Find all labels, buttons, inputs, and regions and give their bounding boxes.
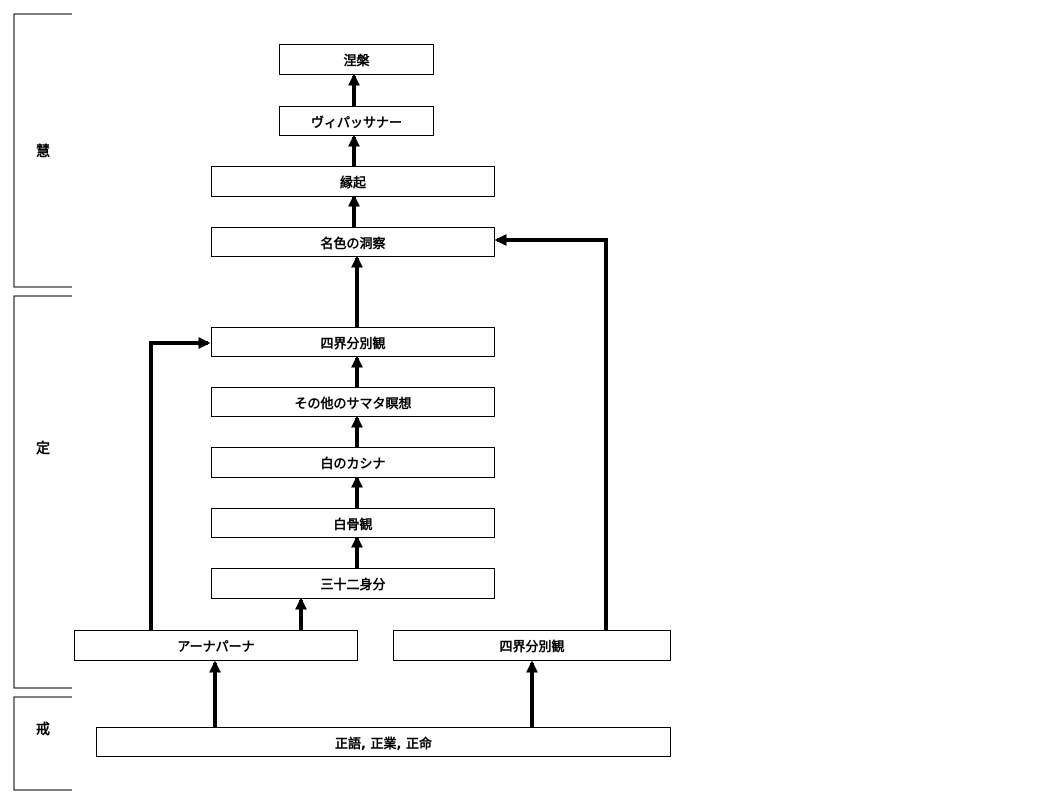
section-label-concentration: 定 xyxy=(36,441,50,457)
node-skeleton-contemplation: 白骨観 xyxy=(211,508,495,538)
bracket-morality xyxy=(13,696,72,791)
node-four-elements-top: 四界分別観 xyxy=(211,327,495,357)
section-label-morality: 戒 xyxy=(36,722,50,738)
node-anapana: アーナパーナ xyxy=(74,630,358,661)
node-right-speech-action-livelihood: 正語, 正業, 正命 xyxy=(96,727,671,757)
node-vipassana: ヴィパッサナー xyxy=(279,106,434,136)
bracket-concentration xyxy=(13,295,72,689)
node-other-samatha: その他のサマタ瞑想 xyxy=(211,387,495,417)
arrow-four-elements-bottom-to-mindmatter xyxy=(494,234,608,630)
bracket-wisdom xyxy=(13,13,72,288)
arrow-anapana-to-four-elements-top xyxy=(149,337,211,630)
node-nibbana: 涅槃 xyxy=(279,44,434,75)
node-thirty-two-parts: 三十二身分 xyxy=(211,568,495,599)
section-label-wisdom: 慧 xyxy=(36,144,50,160)
node-four-elements-bottom: 四界分別観 xyxy=(393,630,671,661)
node-dependent-origination: 縁起 xyxy=(211,166,495,197)
node-white-kasina: 白のカシナ xyxy=(211,447,495,478)
node-mind-matter-insight: 名色の洞察 xyxy=(211,227,495,257)
